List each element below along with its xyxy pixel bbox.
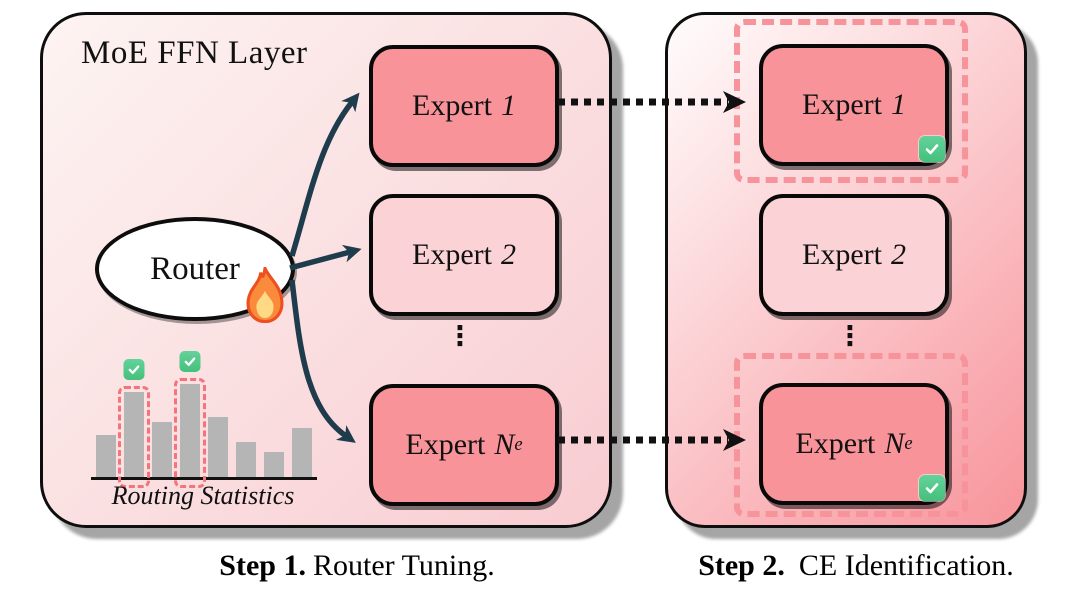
stat-bar (208, 417, 228, 477)
stat-bar (96, 435, 116, 477)
routing-stats-bars (91, 351, 317, 488)
expert-subscript: e (904, 433, 913, 454)
expert-label: Expert (405, 428, 486, 461)
expert-label: Expert (412, 238, 492, 271)
check-icon (919, 136, 945, 162)
vertical-ellipsis: ⋮ (446, 321, 474, 352)
check-icon (123, 359, 145, 380)
check-icon (179, 351, 201, 372)
expert-label: Expert (802, 238, 882, 271)
expert-index: 2 (890, 238, 906, 271)
routing-stats-label: Routing Statistics (111, 481, 295, 510)
selected-bar-outline (118, 386, 150, 488)
expert-index: 1 (890, 88, 906, 121)
expert-index: 2 (500, 238, 516, 271)
step2-caption: Step 2.CE Identification. (698, 549, 1014, 582)
step1-caption: Step 1.Router Tuning. (219, 549, 495, 582)
expert-index: N (494, 428, 515, 461)
expert-subscript: e (514, 434, 523, 455)
stat-bar (236, 442, 256, 477)
router-node: Router (95, 217, 295, 321)
stat-bar (264, 452, 284, 477)
expert-label: Expert (802, 88, 882, 121)
panel-title: MoE FFN Layer (81, 35, 308, 71)
selected-bar-outline (174, 378, 206, 488)
expert-label: Expert (795, 427, 876, 460)
fire-icon (246, 267, 284, 323)
vertical-ellipsis: ⋮ (836, 321, 864, 352)
stat-bar (152, 422, 172, 477)
stat-bar (174, 351, 206, 488)
expert-label: Expert (412, 89, 492, 122)
router-label: Router (150, 250, 240, 287)
stat-bar (118, 359, 150, 488)
stat-bar (292, 428, 312, 477)
expert-index: 1 (500, 89, 516, 122)
expert-index: N (884, 427, 905, 460)
check-icon (919, 475, 945, 501)
step1-label: Step 1. (219, 549, 306, 582)
step2-label: Step 2. (698, 549, 785, 582)
